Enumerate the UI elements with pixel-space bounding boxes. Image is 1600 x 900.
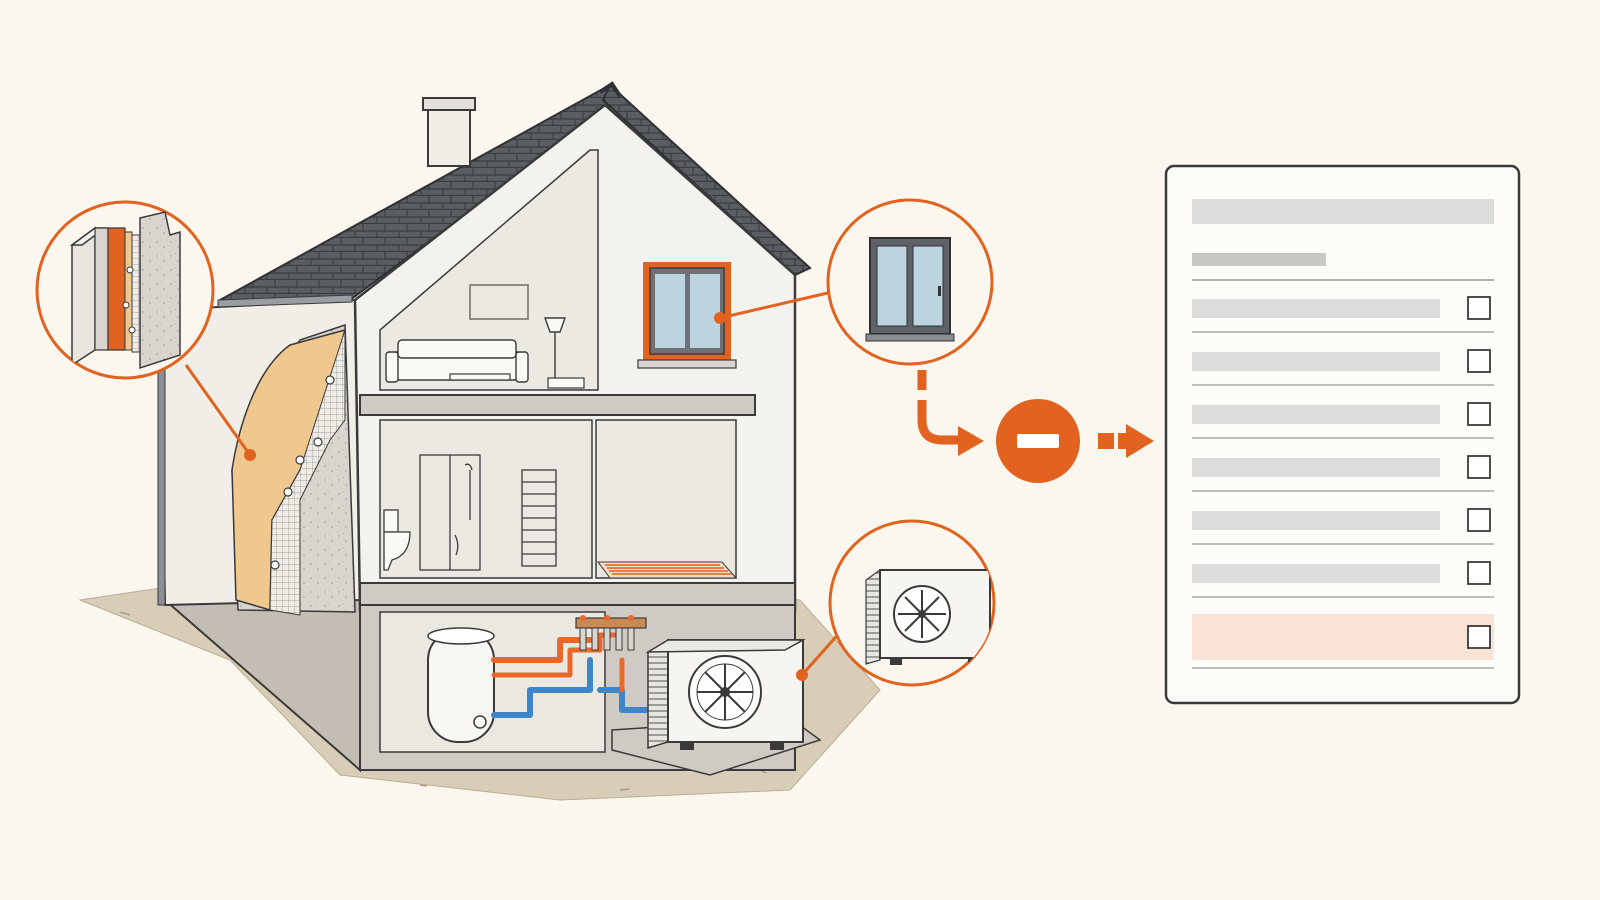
checklist-row-highlight [1192,614,1494,660]
heat-pump-outdoor-unit-icon [865,568,991,665]
first-floor-slab [359,394,756,416]
checklist-row-text-bar [1192,511,1440,530]
checkbox[interactable] [1467,402,1491,426]
upper-room [379,149,599,391]
flow-connector [917,370,1154,483]
checklist-document-icon [1164,164,1521,705]
checklist-row [1192,561,1494,598]
checkbox[interactable] [1467,625,1491,649]
checklist-row [1192,455,1494,492]
right-arrow [1098,424,1154,458]
ground-floor-slab [359,582,796,606]
toilet [383,509,411,571]
dashed-elbow-arrow [917,370,958,445]
checklist-subtitle-bar [1192,253,1326,266]
heated-room [595,419,737,579]
checkbox[interactable] [1467,561,1491,585]
roof-ridge [598,81,622,98]
callout-wall-insulation [35,200,256,461]
callout-connector [719,290,833,320]
wall-picture [469,284,529,320]
minus-circle-icon [996,399,1080,483]
checklist-row [1192,349,1494,386]
double-glazed-window-icon [865,237,955,342]
checklist-row-text-bar [1192,458,1440,477]
hot-water-cylinder [427,627,495,743]
foundation-side [162,588,361,773]
checklist-row-text-bar [1192,564,1440,583]
heat-pump-unit [611,639,822,776]
towel-radiator [521,469,557,567]
manifold [575,615,647,651]
wall-insulation-layers-icon [69,211,181,370]
checklist-rows [1192,296,1494,669]
callout-window [714,198,994,366]
checkbox[interactable] [1467,455,1491,479]
shower [419,454,481,571]
checklist-title-bar [1192,199,1494,224]
checklist-row [1192,402,1494,439]
house-window [637,262,737,369]
coffee-table [449,373,511,381]
checklist-row-text-bar [1192,405,1440,424]
callout-connector [800,629,844,676]
callout-connector [184,364,252,456]
bathroom [379,419,593,579]
checklist-row [1192,296,1494,333]
checkbox[interactable] [1467,296,1491,320]
underfloor-heating [597,561,738,579]
checklist-row-text-bar [1192,352,1440,371]
callout-heat-pump [796,519,996,687]
side-table [547,377,585,389]
checklist-row [1192,508,1494,545]
house-cutaway-illustration [78,81,881,801]
checklist-row-text-bar [1192,299,1440,318]
checkbox[interactable] [1467,508,1491,532]
gutter [217,294,353,308]
checklist-row [1192,614,1494,669]
chimney [422,97,476,167]
checkbox[interactable] [1467,349,1491,373]
